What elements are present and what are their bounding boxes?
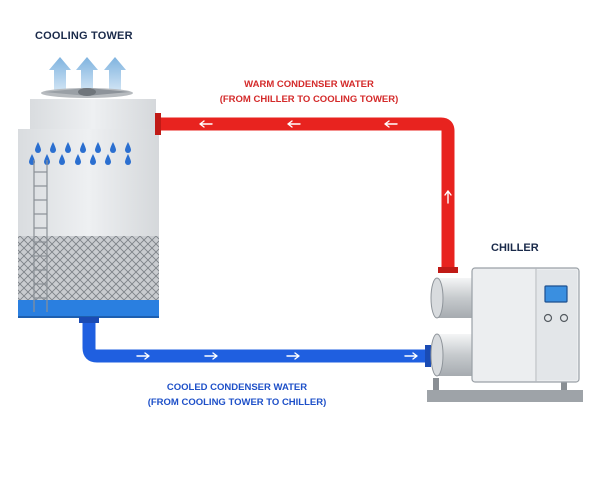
warm-water-sublabel: (FROM CHILLER TO COOLING TOWER) (219, 94, 399, 105)
cooling-tower-title: COOLING TOWER (35, 30, 133, 42)
panel-knob (559, 313, 569, 323)
condenser-shell (436, 278, 480, 318)
water-drop-icon (90, 154, 96, 165)
water-drop-icon (50, 142, 56, 153)
ladder-icon (33, 160, 48, 312)
water-drop-icon (59, 154, 65, 165)
water-drop-icon (95, 142, 101, 153)
flow-arrow-icon (199, 120, 452, 204)
cool-water-sublabel: (FROM COOLING TOWER TO CHILLER) (147, 397, 327, 408)
water-drop-icon (35, 142, 41, 153)
fan-icon (41, 88, 133, 98)
chiller-title: CHILLER (491, 242, 539, 254)
warm-water-pipe (155, 113, 458, 273)
cool-water-pipe (79, 317, 431, 367)
fill-media (18, 236, 159, 300)
chiller-base (427, 390, 583, 402)
up-arrow-icon (49, 57, 71, 90)
tower-top-shell (30, 99, 156, 129)
water-drop-icon (75, 154, 81, 165)
flow-arrow-icon (136, 352, 418, 360)
water-drop-icon (105, 154, 111, 165)
cool-water-label: COOLED CONDENSER WATER (166, 382, 308, 393)
water-drop-icon (80, 142, 86, 153)
warm-water-label: WARM CONDENSER WATER (244, 79, 374, 90)
evaporator-shell (436, 334, 480, 376)
water-drop-icon (125, 142, 131, 153)
water-drop-icon (125, 154, 131, 165)
water-drop-icon (110, 142, 116, 153)
water-drop-icon (44, 154, 50, 165)
cooling-tower (18, 99, 159, 318)
panel-screen (544, 285, 568, 303)
up-arrow-icon (104, 57, 126, 90)
water-drop-icon (65, 142, 71, 153)
basin-water (18, 300, 159, 318)
up-arrow-icon (76, 57, 98, 90)
panel-knob (543, 313, 553, 323)
exhaust-arrows (49, 57, 126, 90)
chiller (427, 267, 583, 402)
